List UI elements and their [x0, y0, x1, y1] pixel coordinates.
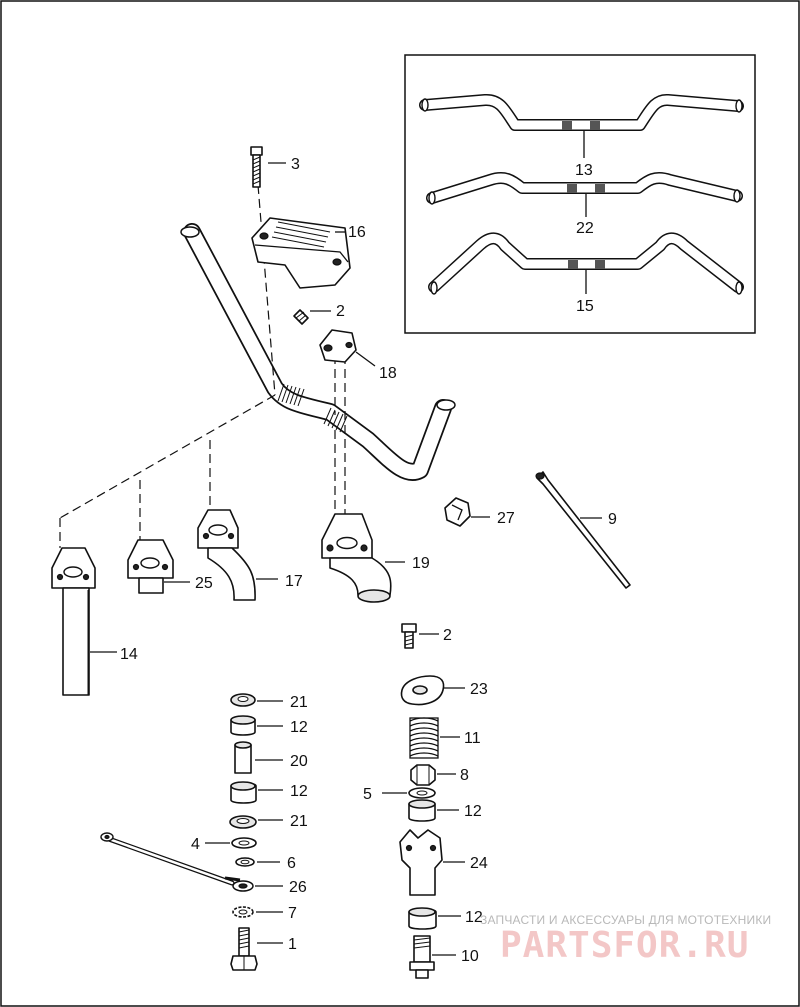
sleeve-20: [234, 741, 283, 774]
spring-11: [409, 717, 460, 759]
watermark-logo: PARTSFOR.RU: [500, 925, 750, 966]
callout-14: 14: [120, 646, 138, 663]
cable-strap-9: [535, 471, 631, 589]
cap-23: [400, 675, 465, 706]
callout-2-lower: 2: [443, 627, 452, 644]
handlebar-15: [428, 232, 744, 295]
washer-5: [382, 787, 436, 799]
callout-3: 3: [291, 156, 300, 173]
riser-14: [51, 547, 117, 696]
callout-12-right-lower: 12: [465, 909, 483, 926]
callout-24: 24: [470, 855, 488, 872]
callout-6: 6: [287, 855, 296, 872]
washer-21-lower: [229, 815, 283, 829]
bushing-12-left-2: [230, 781, 283, 804]
callout-labels: 3 16 2 18 13 22 15 27 9 19 25 17 14 2 23…: [120, 156, 617, 965]
callout-20: 20: [290, 753, 308, 770]
callout-16: 16: [348, 224, 366, 241]
callout-27: 27: [497, 510, 515, 527]
callout-8: 8: [460, 767, 469, 784]
washer-4: [205, 837, 257, 849]
nut-8: [410, 764, 456, 786]
callout-12-left-2: 12: [290, 783, 308, 800]
callout-25: 25: [195, 575, 213, 592]
lower-clamp-24: [399, 829, 465, 896]
callout-11: 11: [464, 730, 481, 747]
clamp-18: [319, 329, 376, 367]
callout-21-lower: 21: [290, 813, 308, 830]
callout-4: 4: [191, 836, 200, 853]
callout-15: 15: [576, 298, 594, 315]
washer-21-upper: [230, 693, 283, 707]
callout-12-left-1: 12: [290, 719, 308, 736]
watermark-tagline: ЗАПЧАСТИ И АКСЕССУАРЫ ДЛЯ МОТОТЕХНИКИ: [480, 913, 772, 927]
screw-2-lower: [401, 623, 439, 649]
riser-19: [321, 513, 405, 603]
callout-2-upper: 2: [336, 303, 345, 320]
callout-22: 22: [576, 220, 594, 237]
screw-2-upper: [293, 309, 331, 325]
callout-23: 23: [470, 681, 488, 698]
callout-12-right-upper: 12: [464, 803, 482, 820]
riser-17: [197, 509, 278, 601]
clip-27: [444, 497, 490, 527]
bushing-12-right-upper: [408, 799, 459, 822]
bolt-1: [230, 927, 283, 971]
callout-26: 26: [289, 879, 307, 896]
callout-5: 5: [363, 786, 372, 803]
callout-7: 7: [288, 905, 297, 922]
callout-18: 18: [379, 365, 397, 382]
bushing-12-left-1: [230, 715, 283, 736]
callout-9: 9: [608, 511, 617, 528]
main-handlebar: [180, 223, 456, 481]
riser-top-clamp-16: [251, 217, 351, 289]
stud-10: [409, 935, 456, 979]
handlebar-variants-inset: [404, 54, 756, 334]
ground-strap-26: [100, 832, 283, 892]
lock-washer-6: [235, 857, 280, 867]
callout-10: 10: [461, 948, 479, 965]
bolt-3: [250, 146, 286, 188]
bushing-12-right-lower: [408, 907, 461, 930]
handlebar-13: [419, 94, 744, 158]
handlebar-22: [426, 172, 743, 217]
callout-13: 13: [575, 162, 593, 179]
callout-1: 1: [288, 936, 297, 953]
callout-19: 19: [412, 555, 430, 572]
star-washer-7: [232, 906, 283, 918]
callout-17: 17: [285, 573, 303, 590]
callout-21-upper: 21: [290, 694, 308, 711]
riser-25: [127, 539, 190, 594]
alignment-lines: [59, 184, 346, 548]
